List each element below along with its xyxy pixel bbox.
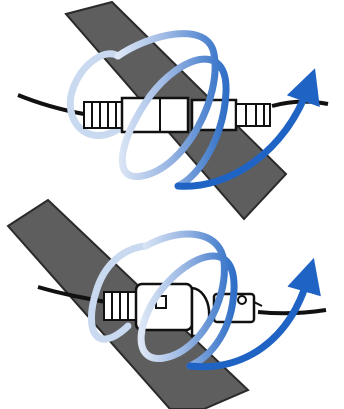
cable-left-top xyxy=(17,93,85,116)
wrap-loop-back-top xyxy=(66,50,124,139)
wrap-loop-back-bottom xyxy=(87,242,150,343)
bottom-panel xyxy=(6,198,327,409)
connector-socket-top xyxy=(190,98,271,132)
cable-left-bottom xyxy=(37,285,107,304)
curved-arrow-top xyxy=(174,68,320,190)
top-panel xyxy=(17,0,329,221)
wrap-loop-front-top xyxy=(114,30,230,190)
connector-plug-top xyxy=(83,96,190,134)
wrap-loop-front-bottom xyxy=(137,230,238,370)
curved-arrow-bottom xyxy=(186,257,321,371)
